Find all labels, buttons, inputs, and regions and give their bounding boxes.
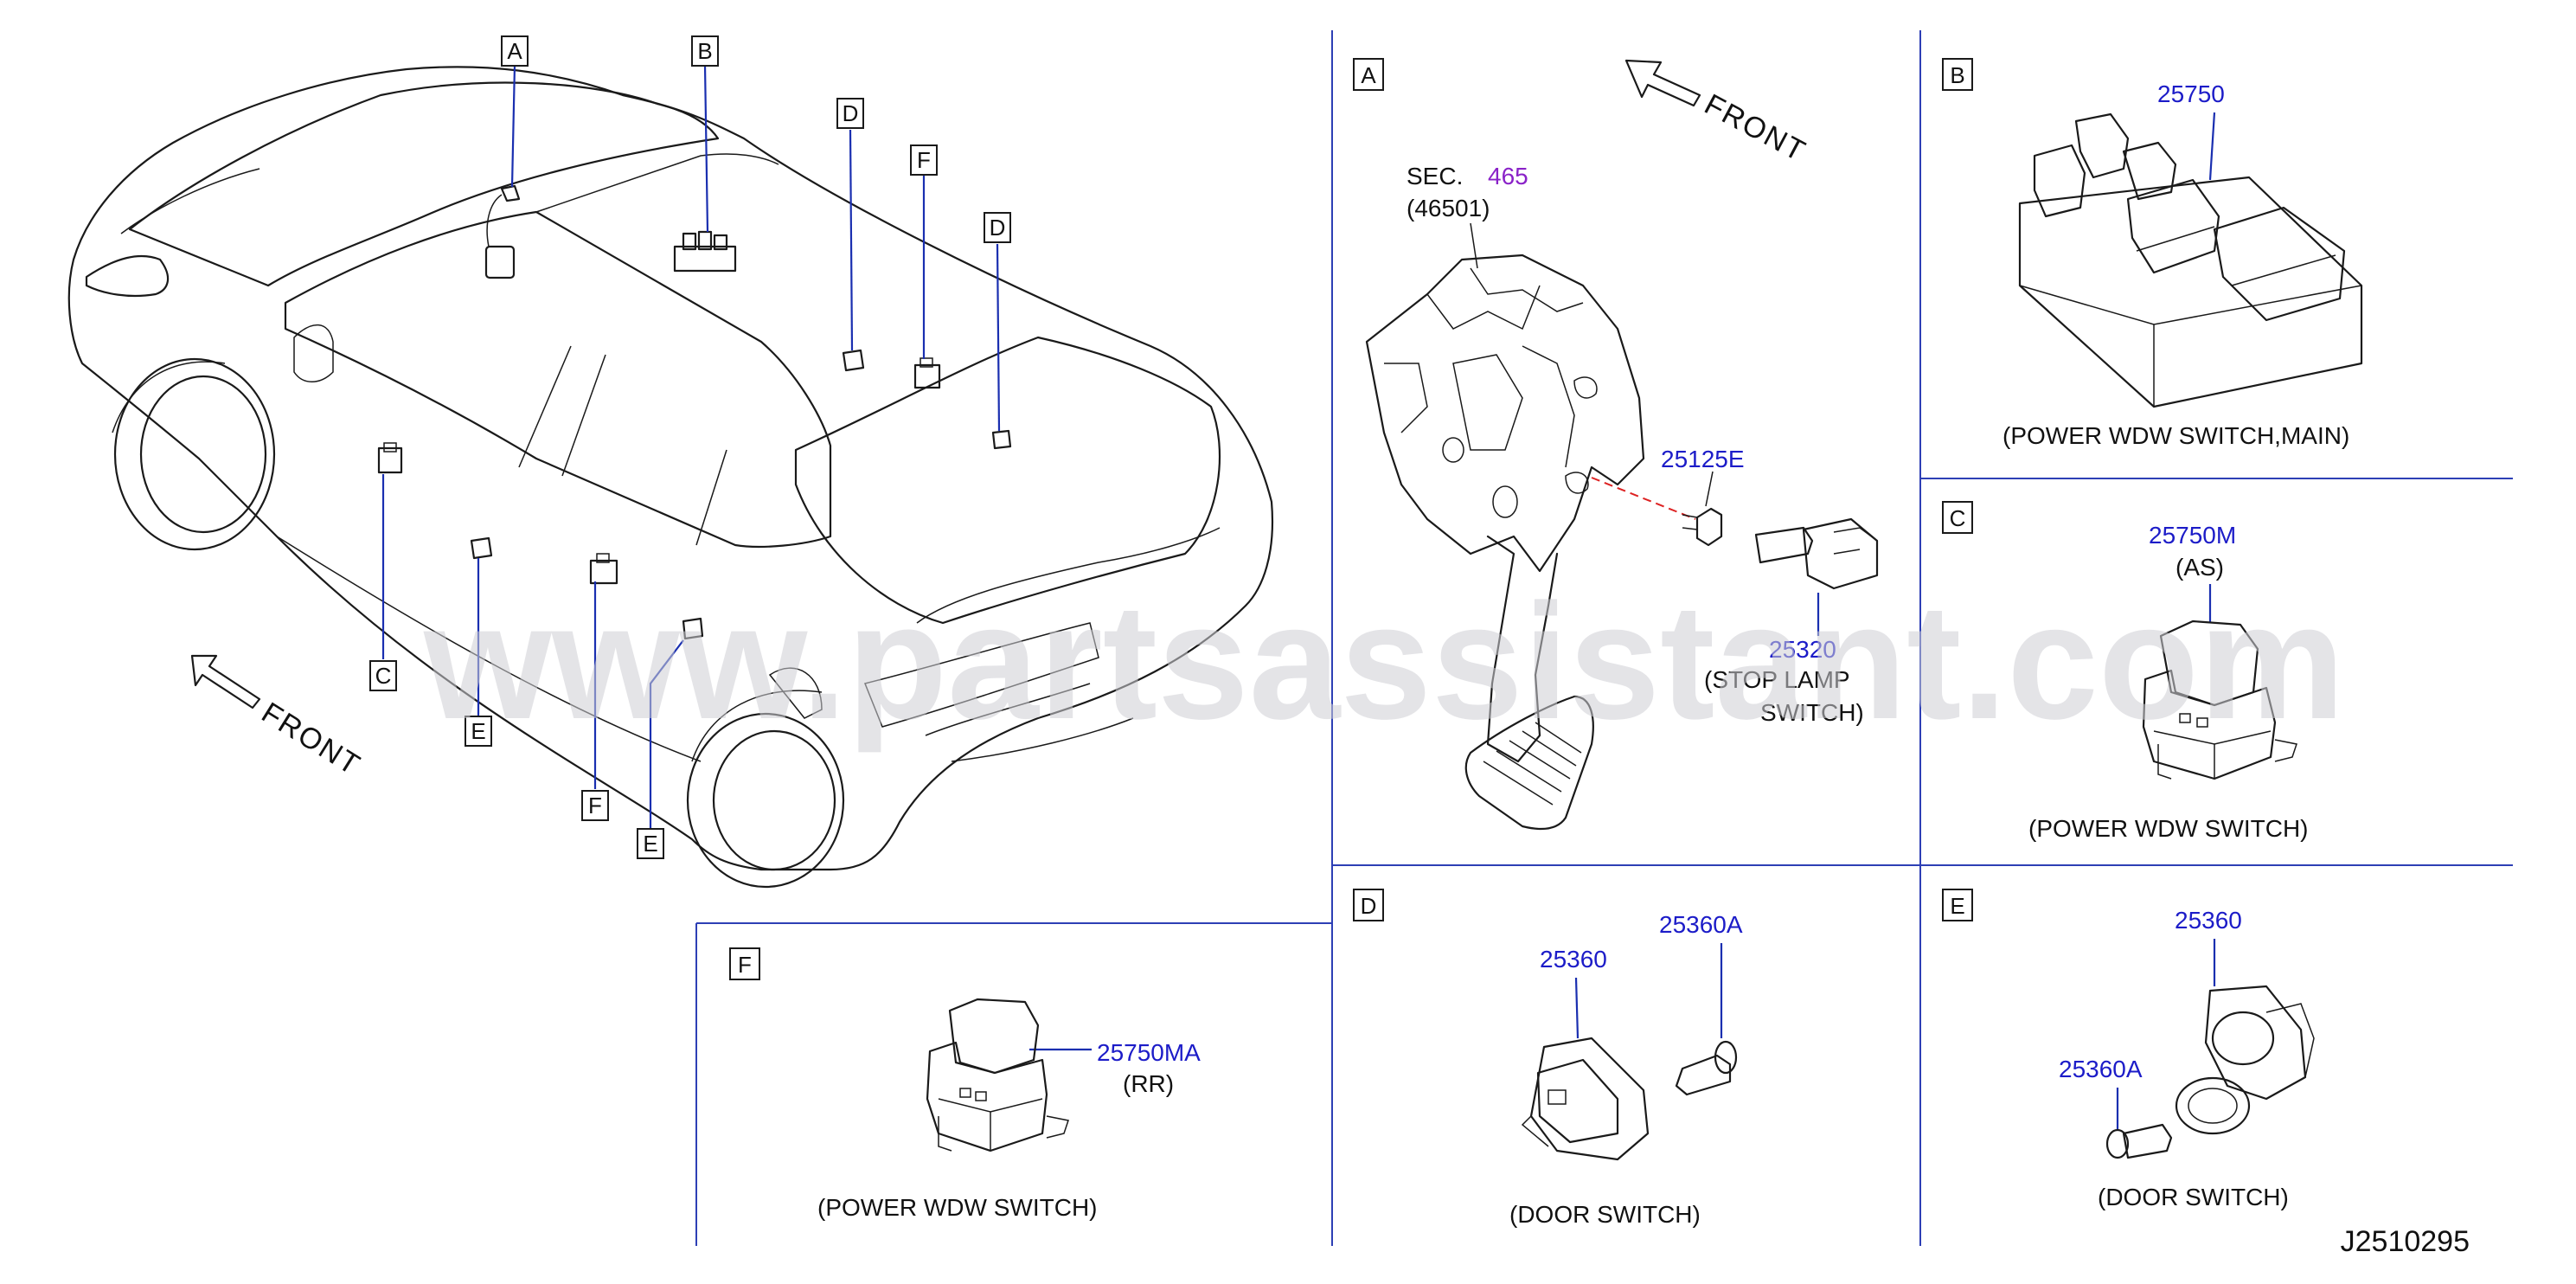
callout-c: C: [375, 663, 392, 689]
callout-d1: D: [843, 100, 859, 126]
part-25125e: 25125E: [1661, 446, 1745, 472]
panel-d-letter: D: [1361, 893, 1377, 919]
car-switch-markers: [377, 184, 1012, 640]
part-25360a-e: 25360A: [2059, 1056, 2143, 1082]
panel-d: D 25360 25360A (DOOR SWITCH): [1353, 889, 1743, 1228]
passenger-window-switch: [2142, 620, 2297, 780]
panel-dividers: [695, 30, 2513, 1246]
watermark: www.partsassistant.com: [423, 570, 2345, 754]
main-window-switch: [2018, 112, 2363, 408]
brake-pedal-assembly: [1365, 254, 1645, 831]
panel-e-letter: E: [1950, 893, 1964, 919]
panel-c-sub: (AS): [2176, 554, 2224, 581]
panel-d-caption: (DOOR SWITCH): [1509, 1201, 1701, 1228]
panel-f: F 25750MA (RR) (POWER WDW SWITCH): [729, 947, 1201, 1221]
panel-f-sub: (RR): [1123, 1070, 1174, 1097]
car-leaders: [381, 64, 1001, 829]
stop-lamp-switch: [1754, 517, 1879, 590]
car-switch-d1: [842, 349, 865, 372]
part-25750m: 25750M: [2149, 522, 2236, 549]
callout-f2: F: [588, 793, 602, 819]
car-switch-a: [484, 184, 521, 279]
car-switch-f1: [913, 357, 941, 389]
car-overview: [67, 66, 1274, 889]
callout-f1: F: [917, 147, 931, 173]
door-switch-bolt-d: [1675, 1040, 1738, 1096]
panel-f-letter: F: [738, 952, 752, 978]
car-switch-e1: [470, 536, 493, 560]
part-25360a-d: 25360A: [1659, 911, 1743, 938]
panel-b-caption: (POWER WDW SWITCH,MAIN): [2002, 422, 2349, 449]
car-callouts: A B D F D C E F E: [369, 35, 1011, 859]
panel-c: C 25750M (AS) (POWER WDW SWITCH): [1942, 501, 2309, 842]
panel-f-caption: (POWER WDW SWITCH): [817, 1194, 1098, 1221]
overview-front-label: FRONT: [256, 697, 367, 783]
part-25320: 25320: [1769, 636, 1836, 663]
car-switch-c: [377, 442, 403, 474]
callout-b: B: [697, 38, 712, 64]
part-25750: 25750: [2157, 80, 2225, 107]
overview-front-arrow: FRONT: [190, 654, 367, 783]
callout-d2: D: [990, 215, 1006, 241]
door-switch-e: [2175, 985, 2315, 1135]
sec-ref: 465: [1488, 163, 1528, 189]
stop-lamp-caption-2: SWITCH): [1760, 699, 1864, 726]
diagram-code: J2510295: [2341, 1225, 2470, 1258]
panel-a-letter: A: [1361, 62, 1376, 88]
sec-sub: (46501): [1407, 195, 1490, 221]
panel-e-caption: (DOOR SWITCH): [2098, 1184, 2289, 1210]
panel-c-letter: C: [1950, 505, 1966, 531]
panel-c-caption: (POWER WDW SWITCH): [2028, 815, 2309, 842]
car-switch-e2: [682, 617, 704, 640]
panel-a-front-arrow: FRONT: [1624, 59, 1811, 169]
part-25360-e: 25360: [2175, 907, 2242, 934]
stop-lamp-caption-1: (STOP LAMP: [1704, 666, 1850, 693]
part-25750ma: 25750MA: [1097, 1039, 1201, 1066]
sec-label: SEC.: [1407, 163, 1463, 189]
panel-b: B 25750 (POWER WDW SWITCH,MAIN): [1942, 58, 2363, 449]
car-switch-d2: [991, 429, 1012, 450]
clip-25125e: [1682, 507, 1723, 547]
rear-window-switch: [926, 998, 1069, 1152]
panel-b-letter: B: [1950, 62, 1964, 88]
callout-e1: E: [471, 718, 485, 744]
panel-a-front-label: FRONT: [1699, 88, 1811, 169]
door-switch-d: [1521, 1037, 1650, 1161]
car-switch-f2: [589, 553, 618, 585]
car-switch-b: [673, 230, 737, 273]
callout-e2: E: [643, 831, 657, 857]
door-switch-bolt-e: [2105, 1123, 2173, 1159]
callout-a: A: [507, 38, 522, 64]
panel-e: E 25360 25360A (DOOR SWITCH): [1942, 889, 2315, 1210]
part-25360-d: 25360: [1540, 946, 1607, 973]
